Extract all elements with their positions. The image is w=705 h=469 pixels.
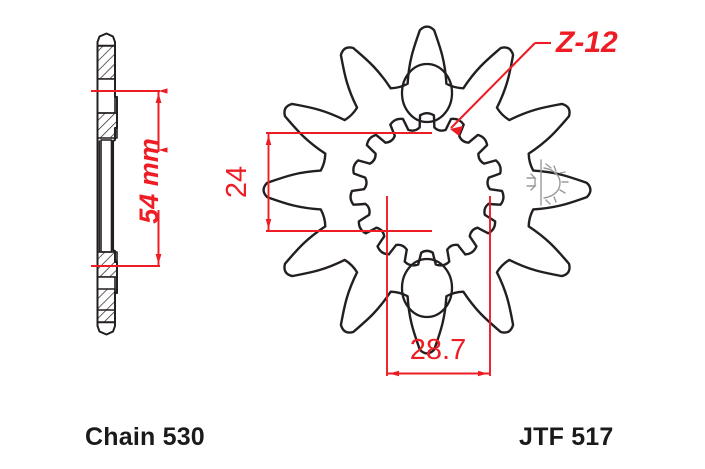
dimension-28-7 [386,196,491,377]
arrowhead-54-top [155,93,162,103]
bolt-hole-top [400,62,454,124]
manufacturer-stamp-icon [526,159,569,206]
arrowhead-28-left [389,370,399,377]
arrowhead-54-bottom [155,254,162,264]
callout-z12-label: Z-12 [555,26,618,59]
side-view-hatch-bottom-outer [96,288,116,323]
arrowhead-24-bottom [265,219,272,229]
side-view-band-top [96,78,116,114]
callout-z12-leader [450,41,551,136]
arrowhead-24-top [265,135,272,145]
cross-section-side-view [96,32,118,336]
chain-caption: Chain 530 [85,423,205,451]
dimension-28-7-label: 28.7 [410,334,466,366]
sprocket-front-view [262,25,592,355]
bolt-hole-bottom [400,257,454,319]
dimension-54mm [91,88,168,267]
side-view-hatch-top-outer [96,45,116,80]
sprocket-inner-spline [349,111,505,267]
side-view-web [100,139,113,253]
dimension-24-label: 24 [221,166,253,198]
callout-leader-arrow [450,126,463,136]
part-number-caption: JTF 517 [519,423,614,451]
dimension-54mm-label: 54 mm [134,138,164,224]
callout-leader-line [450,42,536,129]
side-view-outline-overlay [96,32,118,336]
sprocket-outer-profile [262,25,592,355]
arrowhead-28-right [478,370,488,377]
dimension-24 [265,132,432,232]
